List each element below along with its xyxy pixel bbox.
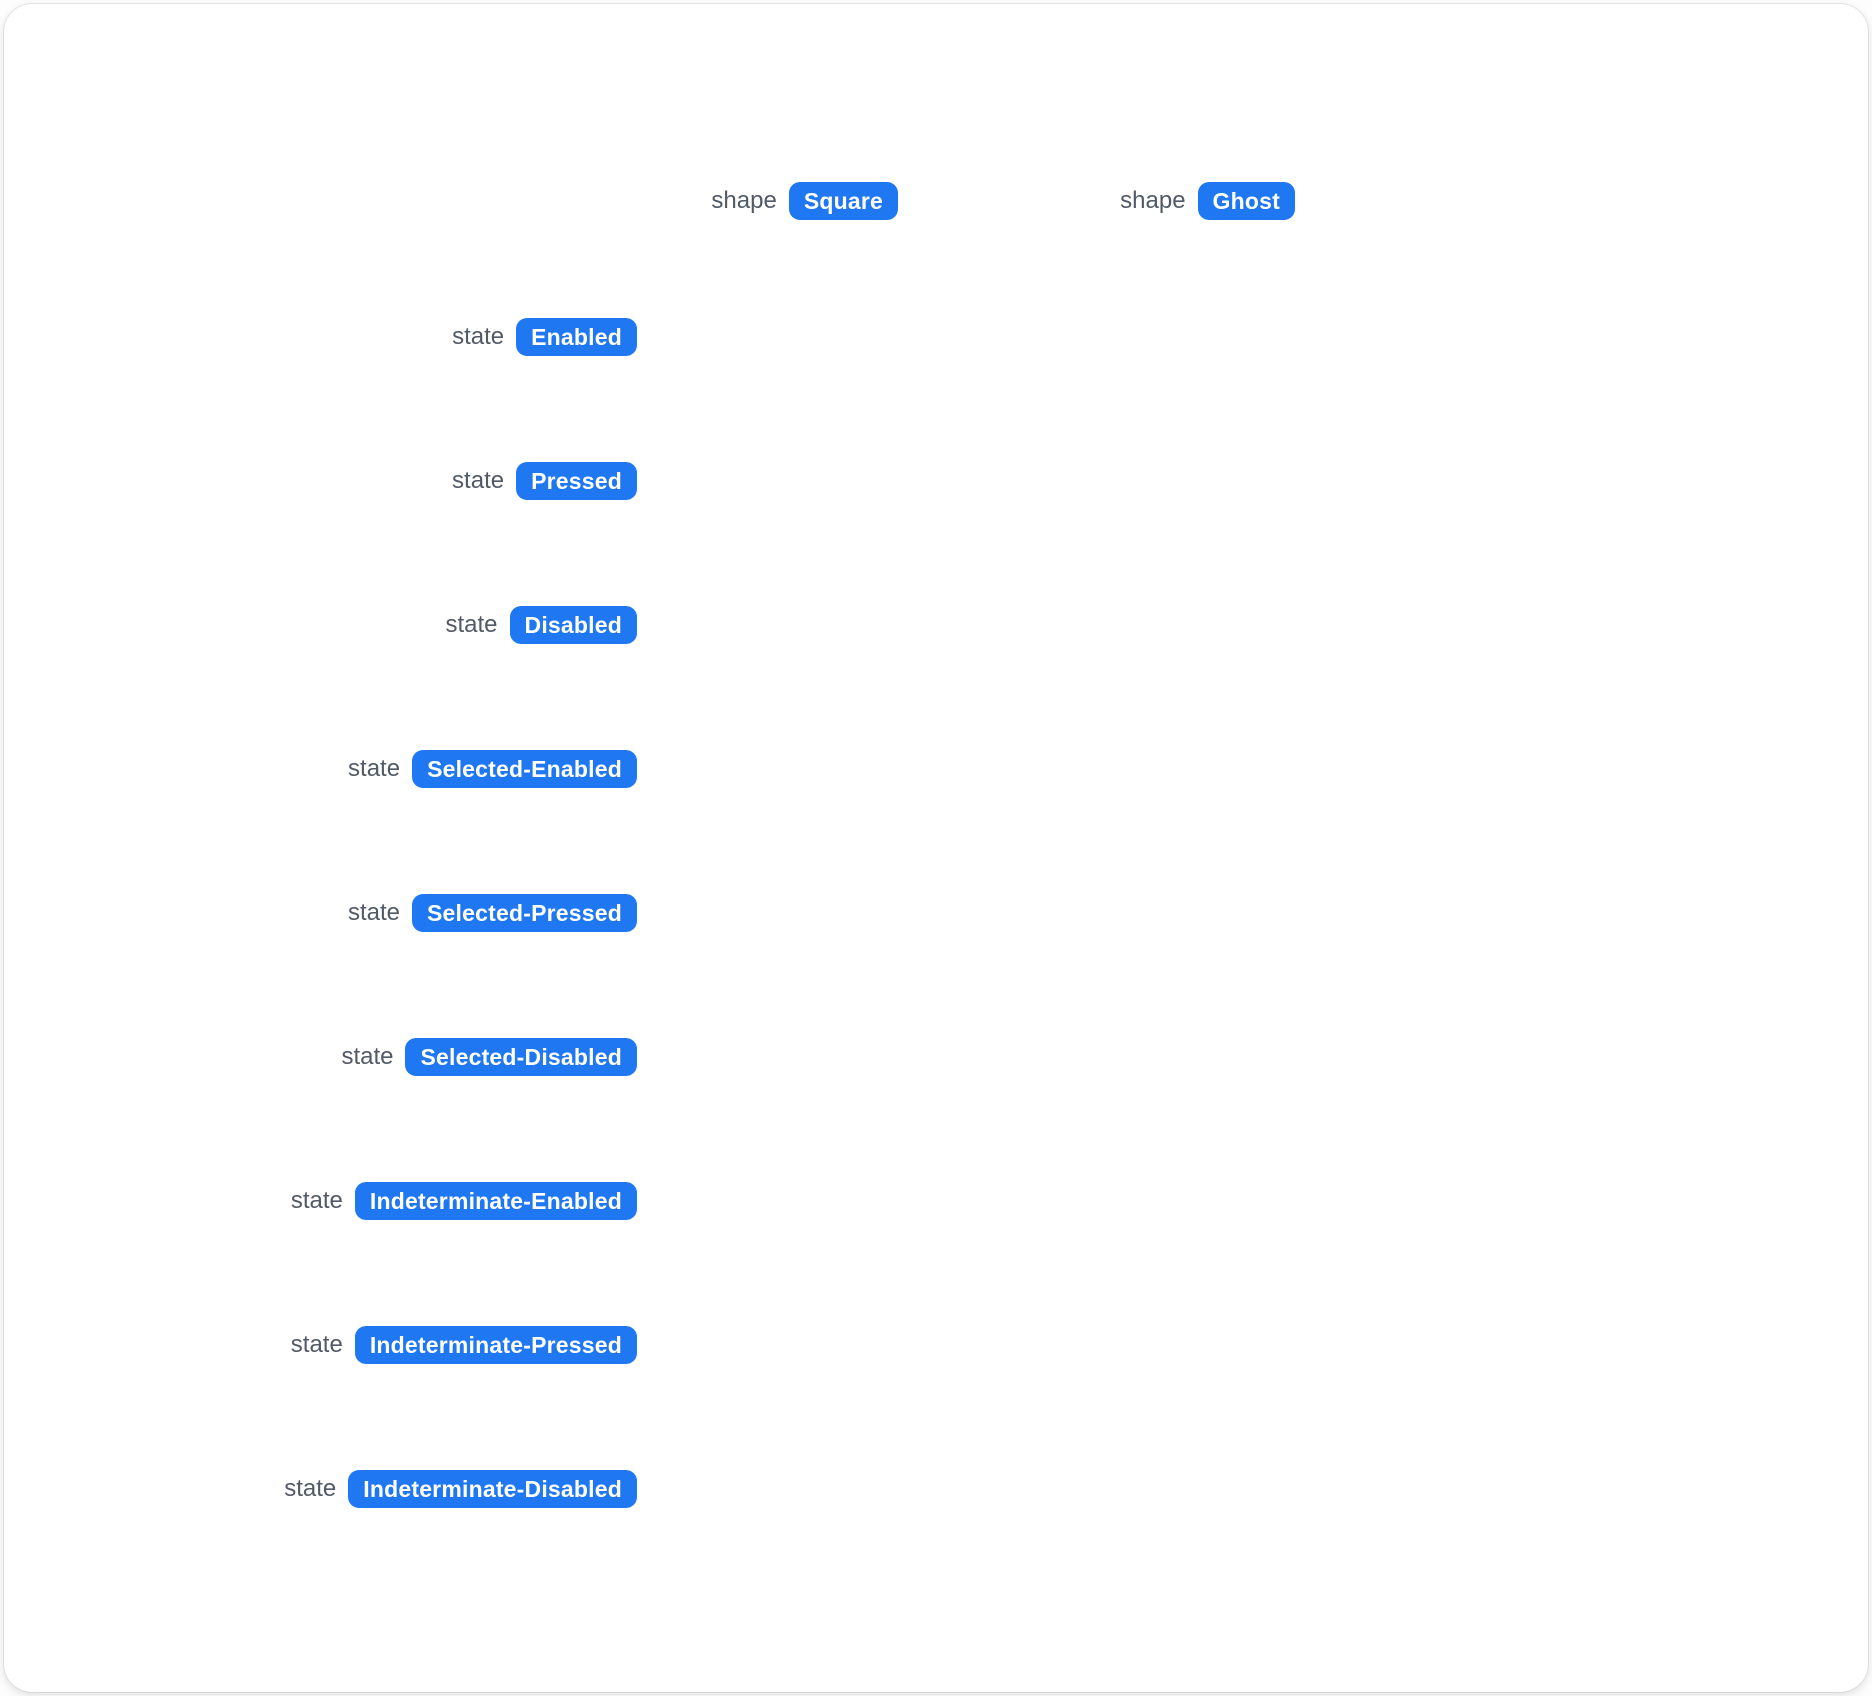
param-name-label: state bbox=[290, 1331, 343, 1358]
param-name-label: state bbox=[347, 899, 401, 926]
snapshot-card: shape Square shape Ghost state Enabled s… bbox=[4, 4, 1868, 1692]
state-row-indeterminate-pressed: state Indeterminate-Pressed bbox=[291, 1325, 637, 1365]
param-name-label: state bbox=[452, 467, 505, 494]
state-row-pressed: state Pressed bbox=[452, 461, 637, 501]
state-row-selected-pressed: state Selected-Pressed bbox=[348, 893, 637, 933]
param-name-label: state bbox=[284, 1475, 337, 1502]
state-value-badge: Selected-Pressed bbox=[412, 894, 637, 932]
shape-header-ghost: shape Ghost bbox=[1120, 181, 1295, 221]
param-name-label: state bbox=[348, 755, 401, 782]
state-value-badge: Selected-Enabled bbox=[412, 750, 637, 788]
state-row-indeterminate-enabled: state Indeterminate-Enabled bbox=[291, 1181, 637, 1221]
state-value-badge: Pressed bbox=[516, 462, 637, 500]
param-name-label: state bbox=[445, 611, 498, 638]
param-name-label: state bbox=[341, 1043, 394, 1070]
shape-header-square: shape Square bbox=[711, 181, 898, 221]
state-row-disabled: state Disabled bbox=[445, 605, 637, 645]
state-value-badge: Selected-Disabled bbox=[405, 1038, 637, 1076]
state-row-enabled: state Enabled bbox=[452, 317, 637, 357]
state-value-badge: Enabled bbox=[516, 318, 637, 356]
state-value-badge: Indeterminate-Enabled bbox=[354, 1182, 637, 1220]
param-name-label: state bbox=[452, 323, 505, 350]
state-row-indeterminate-disabled: state Indeterminate-Disabled bbox=[284, 1469, 637, 1509]
param-name-label: shape bbox=[711, 187, 777, 214]
component-cells-area bbox=[664, 264, 1764, 1564]
param-name-label: state bbox=[290, 1187, 343, 1214]
state-value-badge: Indeterminate-Pressed bbox=[354, 1326, 637, 1364]
shape-value-badge: Ghost bbox=[1197, 182, 1295, 220]
state-value-badge: Disabled bbox=[509, 606, 637, 644]
state-row-selected-disabled: state Selected-Disabled bbox=[341, 1037, 637, 1077]
state-value-badge: Indeterminate-Disabled bbox=[348, 1470, 637, 1508]
param-name-label: shape bbox=[1120, 187, 1186, 214]
shape-value-badge: Square bbox=[788, 182, 898, 220]
state-row-selected-enabled: state Selected-Enabled bbox=[348, 749, 637, 789]
